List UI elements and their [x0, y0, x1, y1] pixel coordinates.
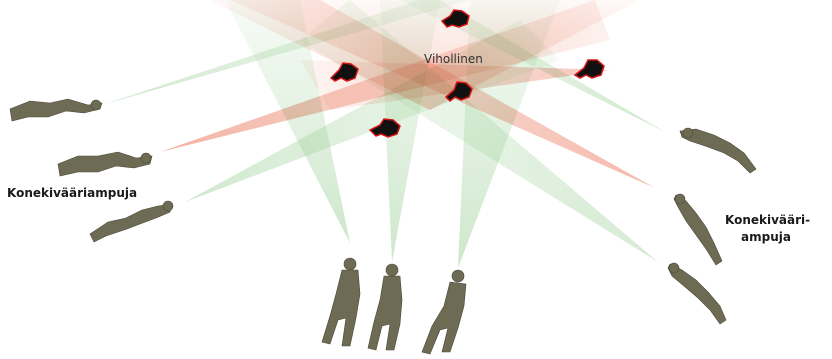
mg-label-left: Konekivääriampuja: [7, 186, 138, 200]
friendly-soldiers-right: [667, 127, 757, 325]
prone-soldier-icon: [679, 127, 757, 174]
mg-label-right-line2: ampuja: [741, 230, 791, 244]
fire-sector-bottom-1: [225, 0, 350, 243]
standing-soldier-icon: [421, 269, 467, 355]
enemy-blob-icon: [329, 62, 359, 82]
prone-soldier-icon: [57, 151, 153, 177]
enemy-blob-icon: [440, 9, 470, 28]
standing-soldier-icon: [321, 257, 361, 347]
prone-soldier-icon: [673, 193, 723, 266]
prone-soldier-icon: [667, 262, 727, 325]
enemy-label: Vihollinen: [424, 52, 483, 66]
standing-soldier-icon: [367, 263, 403, 351]
enemy-marks: [329, 9, 605, 138]
mg-label-right-line1: Konekivääri-: [725, 213, 811, 227]
prone-soldier-icon: [9, 98, 103, 122]
prone-soldier-icon: [89, 200, 174, 243]
friendly-soldiers-bottom: [321, 257, 467, 355]
enemy-blob-icon: [573, 59, 605, 79]
mg-label-right: Konekivääri- ampuja: [725, 212, 811, 246]
enemy-blob-icon: [444, 81, 473, 103]
enemy-blob-icon: [368, 118, 401, 138]
enemy-fire-sectors: [160, 0, 655, 188]
friendly-soldiers-left: [9, 98, 174, 243]
enemy-sector-4: [210, 0, 640, 110]
